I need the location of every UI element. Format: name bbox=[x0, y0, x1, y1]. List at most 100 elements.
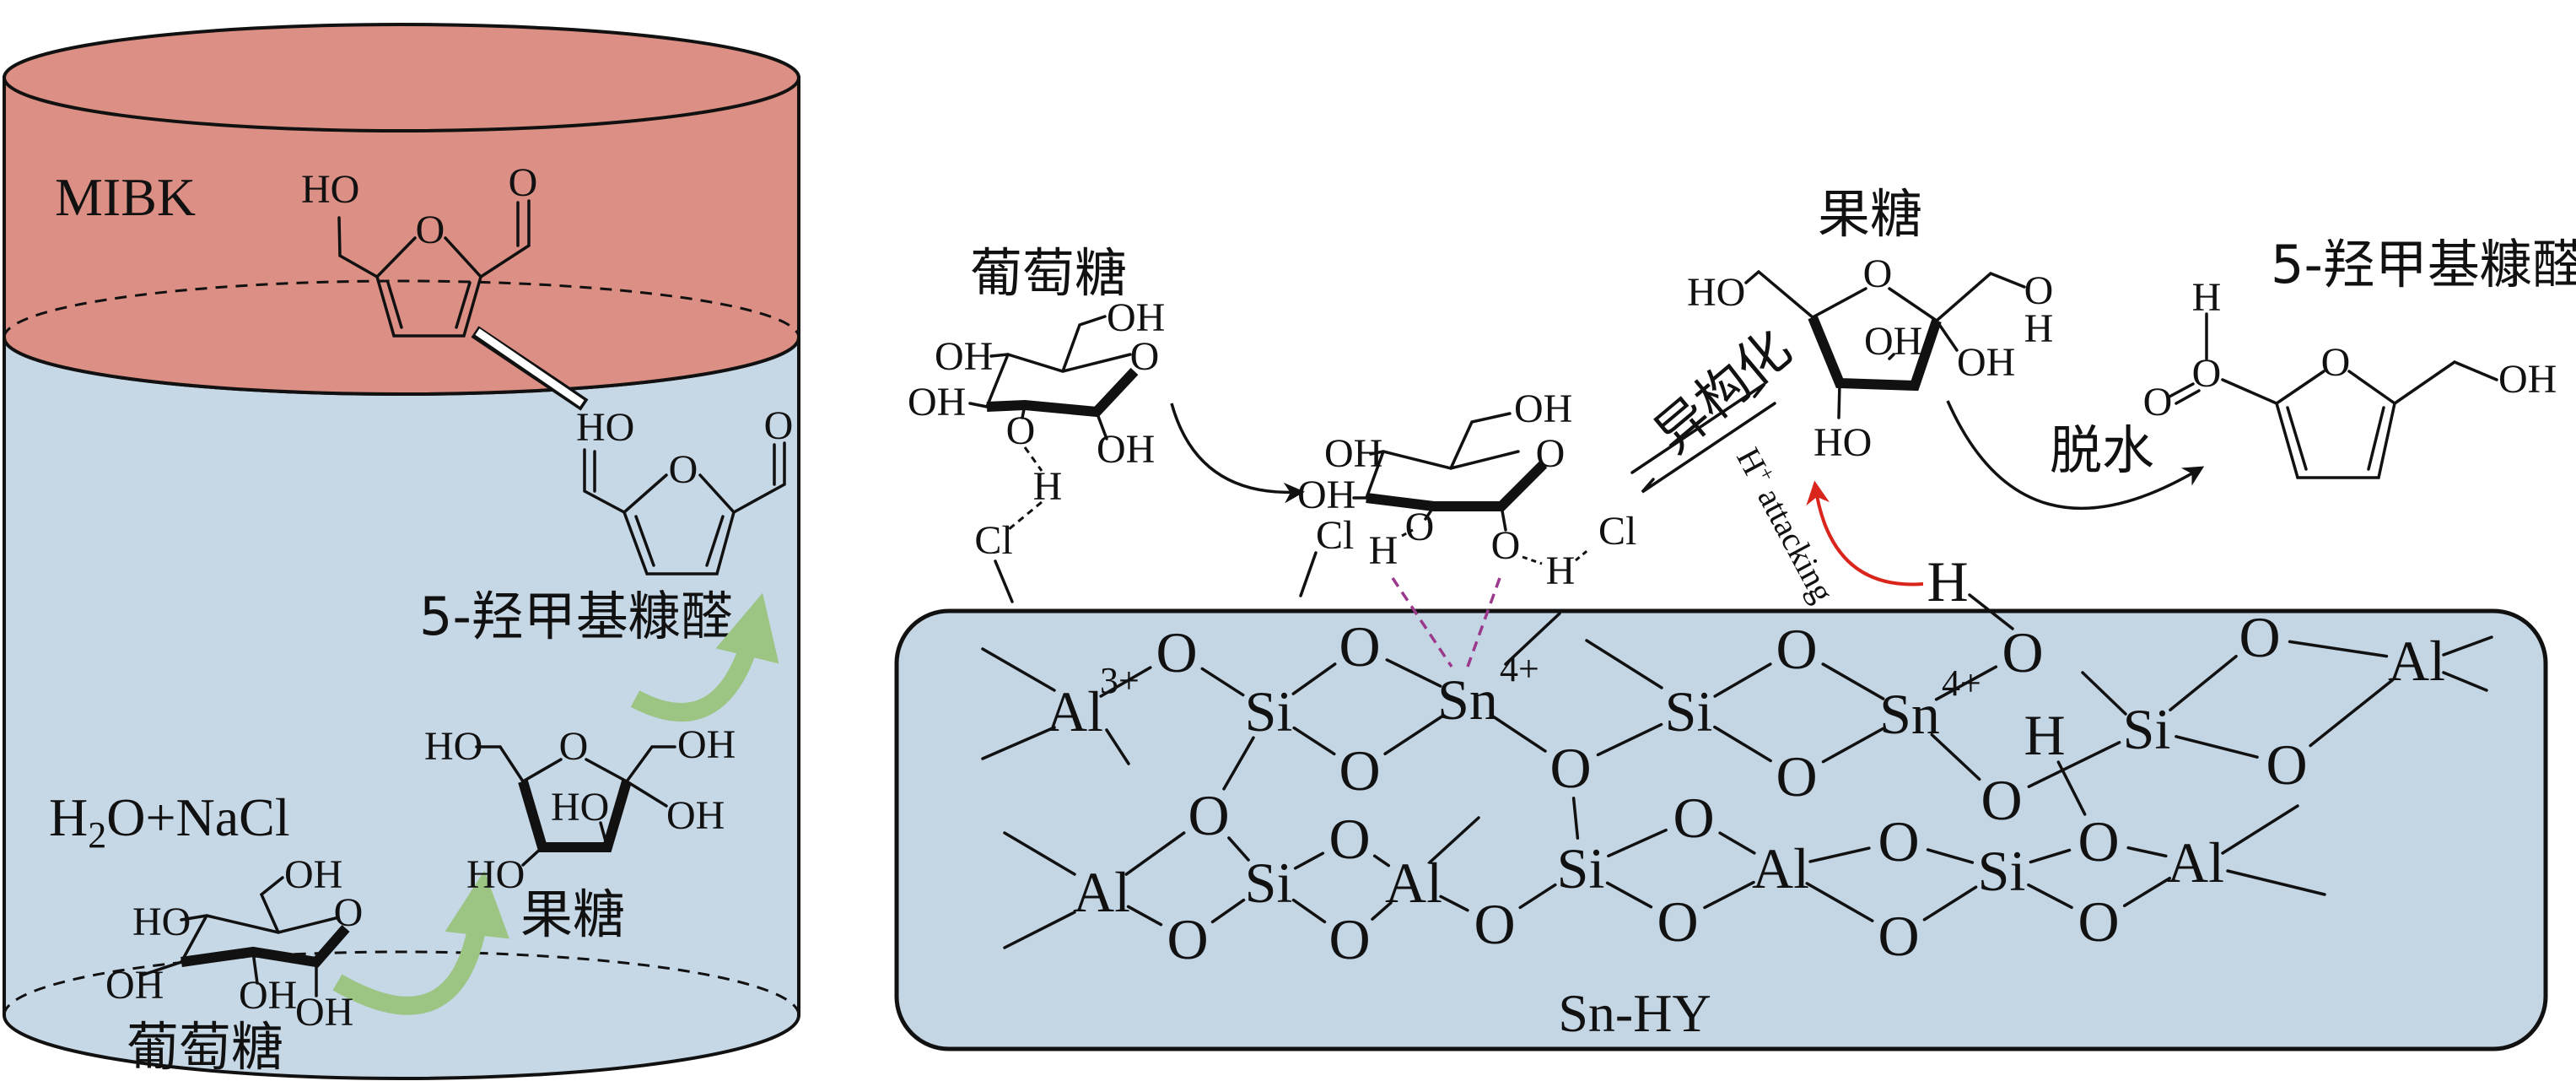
lattice-bond bbox=[1227, 836, 1250, 862]
lattice-bond bbox=[1718, 831, 1756, 855]
methyl-stub-bond bbox=[2442, 635, 2493, 657]
lattice-bond bbox=[1922, 885, 1978, 922]
isomerization-equilibrium-arrows bbox=[1630, 382, 1776, 494]
sn-hy-catalyst-block bbox=[894, 608, 2548, 1051]
lattice-bond bbox=[1292, 726, 1336, 756]
svg-text:OH: OH bbox=[677, 722, 736, 767]
lattice-bond bbox=[1930, 732, 1981, 781]
lattice-atom-o: O bbox=[1328, 907, 1370, 971]
svg-text:O: O bbox=[1863, 251, 1893, 296]
fructose-molecule-right: HO O O H OH OH HO bbox=[1687, 251, 2053, 465]
lattice-bond bbox=[2175, 735, 2259, 759]
svg-text:O: O bbox=[669, 447, 698, 492]
lattice-atom-o: O bbox=[2002, 620, 2043, 684]
svg-text:OH: OH bbox=[295, 990, 353, 1035]
svg-text:H: H bbox=[1033, 464, 1063, 509]
lattice-bond bbox=[1210, 898, 1246, 924]
lattice-bond bbox=[2056, 760, 2087, 816]
svg-text:HO: HO bbox=[466, 852, 525, 897]
organic-phase-label: MIBK bbox=[55, 167, 196, 227]
lattice-atom-o: O bbox=[1657, 889, 1698, 954]
svg-text:O: O bbox=[1491, 523, 1521, 568]
lattice-bond bbox=[2126, 846, 2168, 858]
sn-coordination-lines bbox=[1391, 577, 1501, 668]
svg-text:O: O bbox=[2321, 340, 2351, 385]
lattice-atom-o: O bbox=[1339, 614, 1380, 678]
glucose-molecule-adsorbed-2: OH O OH OH O O Cl H H Cl bbox=[1297, 386, 1636, 668]
lattice-bond bbox=[1596, 722, 1663, 757]
svg-text:OH: OH bbox=[284, 852, 342, 897]
methyl-stub-bond bbox=[2442, 671, 2488, 692]
hmf-label-left: 5-羟甲基糠醛 bbox=[419, 586, 733, 647]
adsorption-arrow bbox=[1170, 403, 1305, 504]
methyl-stub-bond bbox=[981, 647, 1056, 692]
svg-text:O: O bbox=[2192, 351, 2222, 396]
lattice-bond bbox=[2029, 848, 2072, 864]
methyl-stub-bond bbox=[2221, 804, 2299, 855]
lattice-bond bbox=[2123, 876, 2171, 908]
svg-text:HO: HO bbox=[132, 900, 191, 944]
svg-text:H: H bbox=[1546, 549, 1576, 593]
lattice-bond bbox=[1124, 831, 1186, 876]
lattice-atom-o: O bbox=[1167, 907, 1208, 971]
lattice-atom-o: O bbox=[2078, 889, 2119, 954]
svg-text:O: O bbox=[1006, 408, 1036, 453]
svg-text:OH: OH bbox=[2498, 357, 2557, 402]
lattice-atom-o: O bbox=[1776, 617, 1817, 681]
svg-text:HO: HO bbox=[424, 724, 482, 769]
lattice-bond bbox=[1291, 662, 1337, 695]
fructose-label-right: 果糖 bbox=[1818, 183, 1922, 245]
svg-text:O: O bbox=[334, 890, 364, 935]
catalyst-label: Sn-HY bbox=[1558, 983, 1711, 1043]
hmf-label-right: 5-羟甲基糠醛 bbox=[2271, 234, 2576, 295]
svg-text:OH: OH bbox=[1107, 295, 1165, 340]
svg-text:O: O bbox=[764, 403, 794, 448]
svg-text:OH: OH bbox=[1514, 386, 1572, 431]
lattice-bond bbox=[1713, 725, 1772, 763]
svg-text:HO: HO bbox=[1687, 270, 1745, 315]
glucose-label-left: 葡萄糖 bbox=[127, 1016, 283, 1078]
lattice-atom-o: O bbox=[1328, 807, 1370, 871]
svg-text:O: O bbox=[2143, 380, 2173, 424]
svg-text:O: O bbox=[1405, 505, 1435, 549]
lattice-atom-si: Si bbox=[1245, 851, 1293, 915]
green-arrow-glucose-to-fructose bbox=[332, 870, 509, 1015]
lattice-atom-o: O bbox=[1981, 768, 2022, 832]
svg-text:O: O bbox=[416, 208, 445, 252]
svg-text:H: H bbox=[2024, 306, 2054, 351]
lattice-bond bbox=[1808, 846, 1871, 863]
phase-interface-back bbox=[3, 279, 800, 338]
fructose-molecule-left: HO O OH HO OH HO bbox=[424, 722, 736, 897]
hmf-molecule-organic: HO O O bbox=[301, 160, 537, 338]
reactor-bottom-back bbox=[3, 950, 800, 1016]
glucose-molecule-adsorbed-1: OH O OH OH OH O H Cl bbox=[908, 295, 1165, 603]
methyl-stub-bond bbox=[981, 726, 1056, 760]
lattice-bond bbox=[2027, 741, 2121, 788]
green-arrow-fructose-to-hmf bbox=[630, 592, 779, 722]
lattice-atom-o: O bbox=[1549, 736, 1591, 800]
lattice-bond bbox=[1222, 736, 1255, 791]
lattice-atom-si: Si bbox=[1978, 839, 2026, 903]
svg-text:Cl: Cl bbox=[1598, 509, 1636, 554]
lattice-atom-o: O bbox=[1156, 620, 1197, 684]
svg-text:Cl: Cl bbox=[974, 518, 1012, 563]
biphasic-reactor: MIBK H2O+NaCl HO O O HO O O 5-羟甲基糠醛 HO bbox=[2, 23, 800, 1080]
svg-text:OH: OH bbox=[1297, 473, 1355, 517]
methyl-stub-bond bbox=[1003, 831, 1076, 876]
lattice-atom-si: Si bbox=[1245, 679, 1293, 743]
lattice-bond bbox=[1383, 715, 1444, 755]
methyl-stub-bond bbox=[1585, 639, 1663, 689]
lattice-atom-o: O bbox=[2239, 605, 2280, 669]
lattice-bond bbox=[1293, 851, 1325, 870]
lattice-bond bbox=[1371, 901, 1393, 921]
svg-text:OH: OH bbox=[666, 793, 725, 838]
surface-proton: H bbox=[1927, 549, 1968, 613]
methyl-stub-bond bbox=[2226, 869, 2326, 896]
glucose-label-right: 葡萄糖 bbox=[970, 242, 1127, 304]
lattice-atom-si: Si bbox=[1557, 836, 1605, 900]
svg-text:H: H bbox=[1369, 528, 1398, 573]
svg-text:OH: OH bbox=[105, 963, 164, 1008]
